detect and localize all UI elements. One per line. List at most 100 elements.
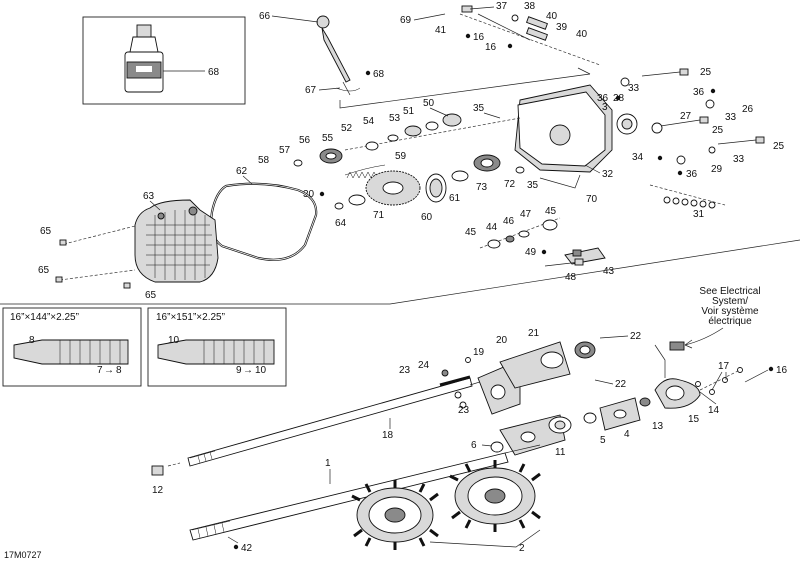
track-151-icon [157,339,275,365]
track-box-144-ref-b: 7 [97,365,103,376]
seal-6 [490,441,504,453]
callout-22-bottom: 22 [615,379,627,390]
callout-26: 26 [742,104,754,115]
callout-16-right: 16 [776,365,788,376]
callout-66: 66 [259,11,271,22]
sprocket-left [351,480,439,550]
drive-axle-1 [189,452,509,541]
callout-41: 41 [435,25,447,36]
callout-64: 64 [335,218,347,229]
callout-71: 71 [373,210,385,221]
loctite-drop-icon [365,70,371,76]
right-bearing-assembly [499,341,743,456]
callout-35-bottom: 35 [527,180,539,191]
callout-29: 29 [711,164,723,175]
callout-63: 63 [143,191,155,202]
callout-1: 1 [325,458,331,469]
callout-65-c: 65 [145,290,157,301]
track-box-144-ref-c: 8 [116,365,122,376]
callout-40-a: 40 [546,11,558,22]
track-box-151-ref-c: 10 [255,365,267,376]
chaincase-cover [134,199,219,283]
track-box-144-title: 16”×144”×2.25” [10,312,79,323]
callout-65-b: 65 [38,265,50,276]
callout-43: 43 [603,266,615,277]
loctite-drop-icon [541,249,547,255]
callout-67: 67 [305,85,317,96]
callout-68-box: 68 [208,67,220,78]
callout-42: 42 [241,543,253,554]
track-box-144-ref-a: 8 [29,335,35,346]
callout-33-mid: 33 [725,112,737,123]
callout-38: 38 [524,1,536,12]
callout-19: 19 [473,347,485,358]
callout-11: 11 [555,447,566,458]
gear-train [293,113,581,210]
callout-47: 47 [520,209,532,220]
callout-33-bottom: 33 [733,154,745,165]
callout-57: 57 [279,145,291,156]
callout-33-top: 33 [628,83,640,94]
callout-35-top: 35 [473,103,485,114]
callout-25-bottom: 25 [773,141,785,152]
callout-61: 61 [449,193,461,204]
chain-links [663,196,716,209]
callout-72: 72 [504,179,516,190]
bolt-65-b [55,276,63,283]
callout-23-top: 23 [399,365,411,376]
bolt-65-a [59,239,67,246]
loctite-drop-icon [710,88,716,94]
section-divider [0,239,800,305]
electrical-note-line-3: Voir système [701,306,759,317]
callout-6: 6 [471,440,477,451]
callout-45-left: 45 [465,227,477,238]
loctite-drop-icon [507,43,513,49]
callout-65-a: 65 [40,226,52,237]
track-box-144: 16”×144”×2.25” 8 7 → 8 [2,307,142,387]
tensioner [479,217,606,267]
callout-36-right: 36 [693,87,705,98]
callout-20: 20 [496,335,508,346]
callout-46: 46 [503,216,515,227]
chaincase-housing [514,84,638,173]
dipstick [316,15,361,96]
callout-68-drop: 68 [373,69,385,80]
callout-30: 30 [303,189,315,200]
loctite-drop-icon [465,33,471,39]
callout-37: 37 [496,1,508,12]
callout-54: 54 [363,116,375,127]
track-box-151-ref-a: 10 [168,335,180,346]
callout-52: 52 [341,123,353,134]
callout-16-top: 16 [473,32,485,43]
callout-12: 12 [152,485,164,496]
callout-23-bottom: 23 [458,405,470,416]
callout-2: 2 [519,543,525,554]
track-box-151: 16”×151”×2.25” 10 9 → 10 [147,307,287,387]
plug-12 [151,465,164,476]
callout-31: 31 [693,209,705,220]
callout-53: 53 [389,113,401,124]
track-box-144-arrow: → [104,365,114,376]
drive-axle-upper [151,341,596,476]
callout-40-b: 40 [576,29,588,40]
callout-58: 58 [258,155,270,166]
track-144-icon [13,339,129,365]
track-box-151-ref-b: 9 [236,365,242,376]
electrical-note-line-1: See Electrical [699,286,760,297]
callout-34: 34 [632,152,644,163]
callout-50: 50 [423,98,435,109]
right-bolts [615,68,765,209]
callout-60: 60 [421,212,433,223]
electrical-note: See Electrical System/ Voir système élec… [684,286,761,349]
track-box-151-arrow: → [243,365,253,376]
callout-55: 55 [322,133,334,144]
callout-18: 18 [382,430,394,441]
callout-39: 39 [556,22,568,33]
callout-22-top: 22 [630,331,642,342]
bolt-65-c [123,282,131,289]
oil-bottle-box: 68 [82,16,246,105]
track-box-151-title: 16”×151”×2.25” [156,312,225,323]
callout-17: 17 [718,361,730,372]
callout-56: 56 [299,135,311,146]
